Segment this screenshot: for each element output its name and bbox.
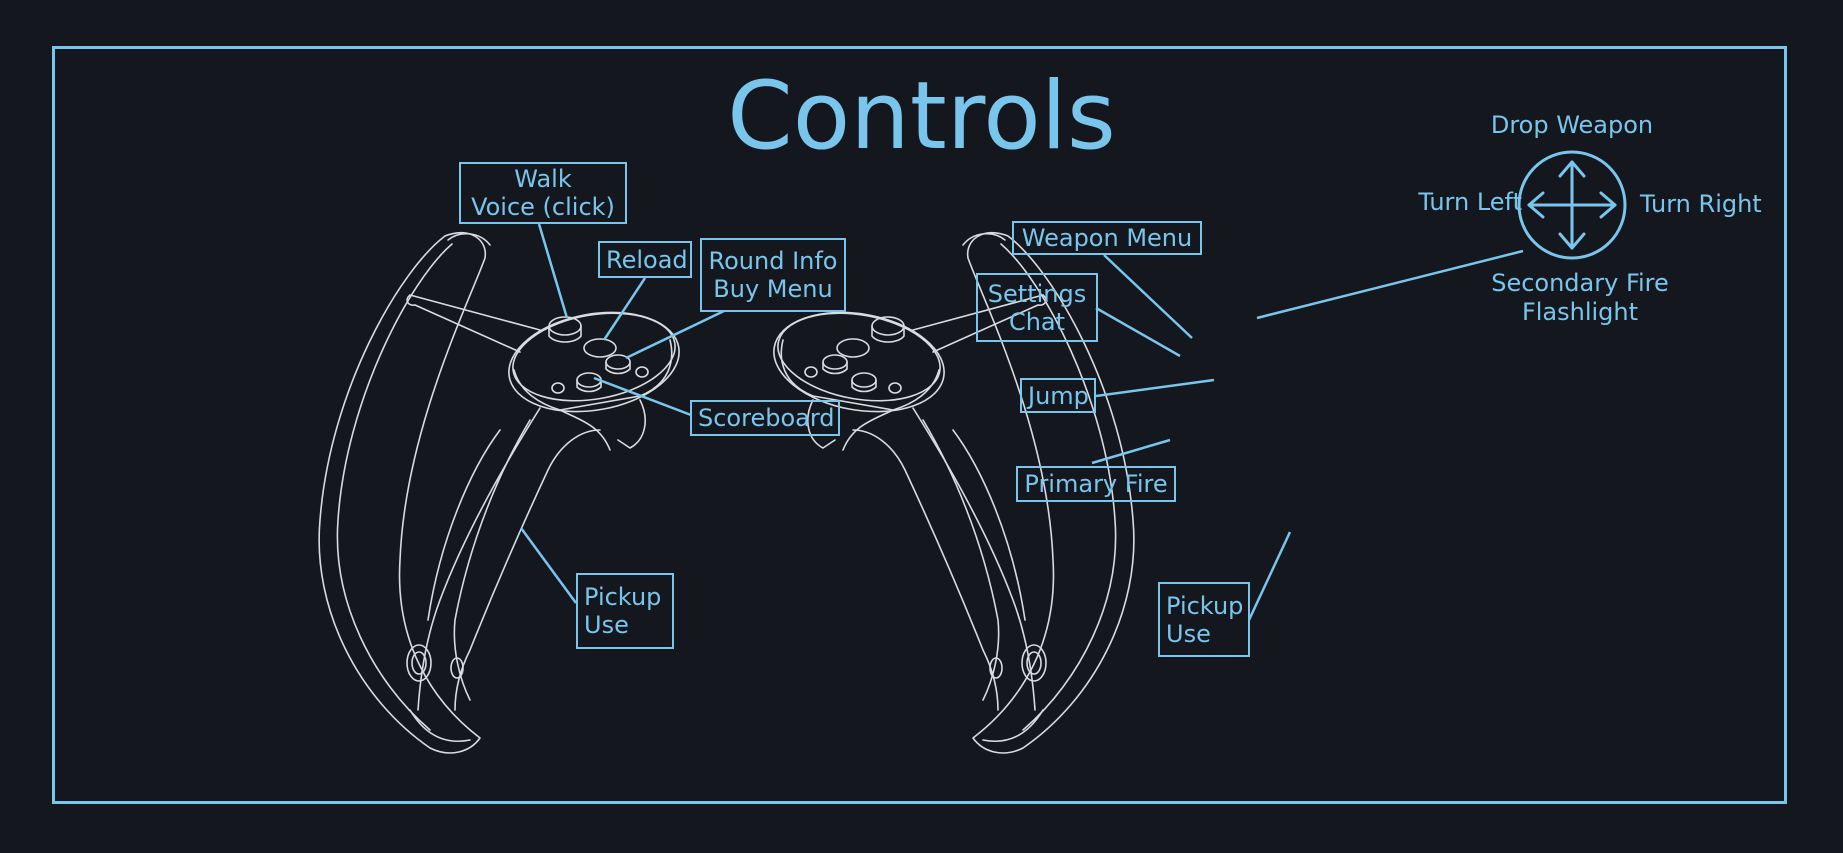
round-info-buy-callout: Round Info Buy Menu xyxy=(700,238,846,312)
scoreboard-label: Scoreboard xyxy=(698,404,832,432)
use-label: Use xyxy=(1166,620,1211,648)
right-pickup-use-callout: Pickup Use xyxy=(1158,582,1250,657)
weapon-menu-label: Weapon Menu xyxy=(1020,224,1194,252)
primary-fire-label: Primary Fire xyxy=(1024,470,1168,498)
use-label: Use xyxy=(584,611,629,639)
secondary-fire-label: Secondary Fire xyxy=(1470,269,1690,298)
settings-label: Settings xyxy=(984,280,1090,308)
turn-right-label: Turn Right xyxy=(1640,190,1770,219)
turn-left-label: Turn Left xyxy=(1382,188,1522,217)
four-way-arrow-icon xyxy=(1519,152,1625,258)
round-info-label: Round Info xyxy=(708,247,838,275)
reload-label: Reload xyxy=(606,246,684,274)
left-pickup-use-callout: Pickup Use xyxy=(576,573,674,649)
flashlight-label: Flashlight xyxy=(1470,298,1690,327)
jump-label: Jump xyxy=(1028,382,1088,410)
jump-callout: Jump xyxy=(1020,378,1096,413)
voice-click-label: Voice (click) xyxy=(467,193,619,221)
walk-voice-callout: Walk Voice (click) xyxy=(459,162,627,224)
chat-label: Chat xyxy=(984,308,1090,336)
left-controller-icon xyxy=(319,233,687,753)
buy-menu-label: Buy Menu xyxy=(708,275,838,303)
drop-weapon-label: Drop Weapon xyxy=(1472,111,1672,140)
scoreboard-callout: Scoreboard xyxy=(690,400,840,436)
settings-chat-callout: Settings Chat xyxy=(976,273,1098,342)
pickup-label: Pickup xyxy=(1166,592,1243,620)
pickup-label: Pickup xyxy=(584,583,661,611)
walk-label: Walk xyxy=(467,165,619,193)
weapon-menu-callout: Weapon Menu xyxy=(1012,221,1202,255)
primary-fire-callout: Primary Fire xyxy=(1016,466,1176,502)
reload-callout: Reload xyxy=(598,241,692,278)
